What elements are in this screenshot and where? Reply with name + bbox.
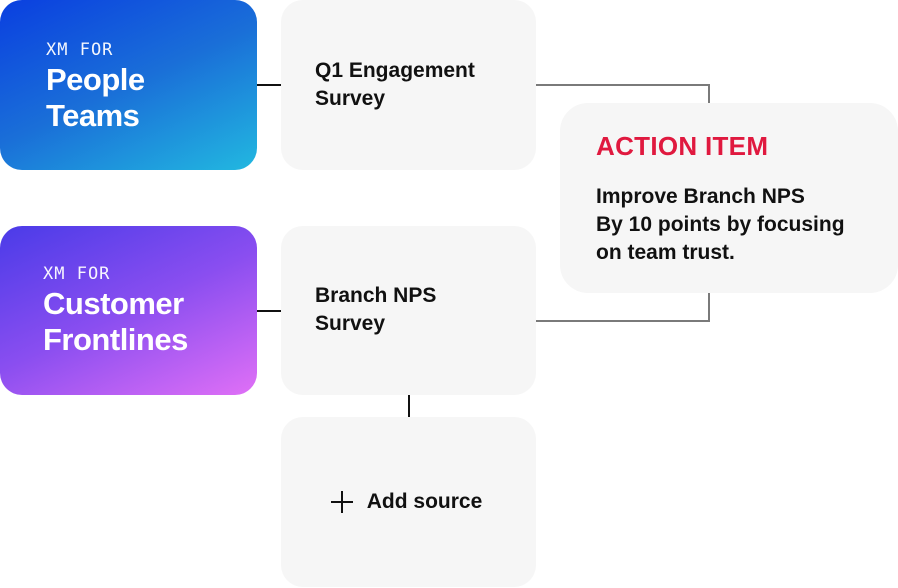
xm-customer-frontlines-card: XM FOR Customer Frontlines bbox=[0, 226, 257, 395]
connector-customer-to-nps bbox=[257, 310, 281, 312]
connector-q1-to-action-h bbox=[536, 84, 710, 86]
action-item-body-line: By 10 points by focusing bbox=[596, 213, 845, 236]
source-node-branch-nps[interactable]: Branch NPS Survey bbox=[281, 226, 536, 395]
connector-nps-to-action-h bbox=[536, 320, 710, 322]
action-item-body-line: on team trust. bbox=[596, 241, 735, 264]
source-label: Q1 Engagement Survey bbox=[315, 57, 475, 113]
brand-title: Customer Frontlines bbox=[43, 286, 257, 358]
brand-title-line: Customer bbox=[43, 286, 184, 321]
connector-nps-to-add bbox=[408, 395, 410, 417]
plus-icon bbox=[330, 491, 353, 513]
action-item-body: Improve Branch NPS By 10 points by focus… bbox=[596, 183, 845, 267]
source-node-q1-engagement[interactable]: Q1 Engagement Survey bbox=[281, 0, 536, 170]
xm-people-teams-card: XM FOR People Teams bbox=[0, 0, 257, 170]
add-source-button[interactable]: Add source bbox=[281, 417, 536, 587]
connector-q1-to-action-v bbox=[708, 84, 710, 103]
brand-title-line: Teams bbox=[46, 98, 140, 133]
action-item-title: ACTION ITEM bbox=[596, 131, 769, 161]
brand-eyebrow: XM FOR bbox=[46, 40, 114, 60]
connector-people-to-q1 bbox=[257, 84, 281, 86]
source-label-line: Survey bbox=[315, 312, 386, 335]
brand-title: People Teams bbox=[46, 62, 257, 134]
brand-eyebrow: XM FOR bbox=[43, 264, 111, 284]
brand-title-line: Frontlines bbox=[43, 322, 188, 357]
brand-title-line: People bbox=[46, 62, 145, 97]
source-label-line: Q1 Engagement bbox=[315, 59, 475, 82]
source-label-line: Survey bbox=[315, 87, 386, 110]
add-source-label: Add source bbox=[366, 490, 483, 513]
source-label: Branch NPS Survey bbox=[315, 282, 436, 338]
action-item-body-line: Improve Branch NPS bbox=[596, 185, 805, 208]
add-source-content: Add source bbox=[330, 490, 483, 514]
connector-nps-to-action-v bbox=[708, 293, 710, 322]
source-label-line: Branch NPS bbox=[315, 284, 437, 307]
action-item-card: ACTION ITEM Improve Branch NPS By 10 poi… bbox=[560, 103, 898, 293]
